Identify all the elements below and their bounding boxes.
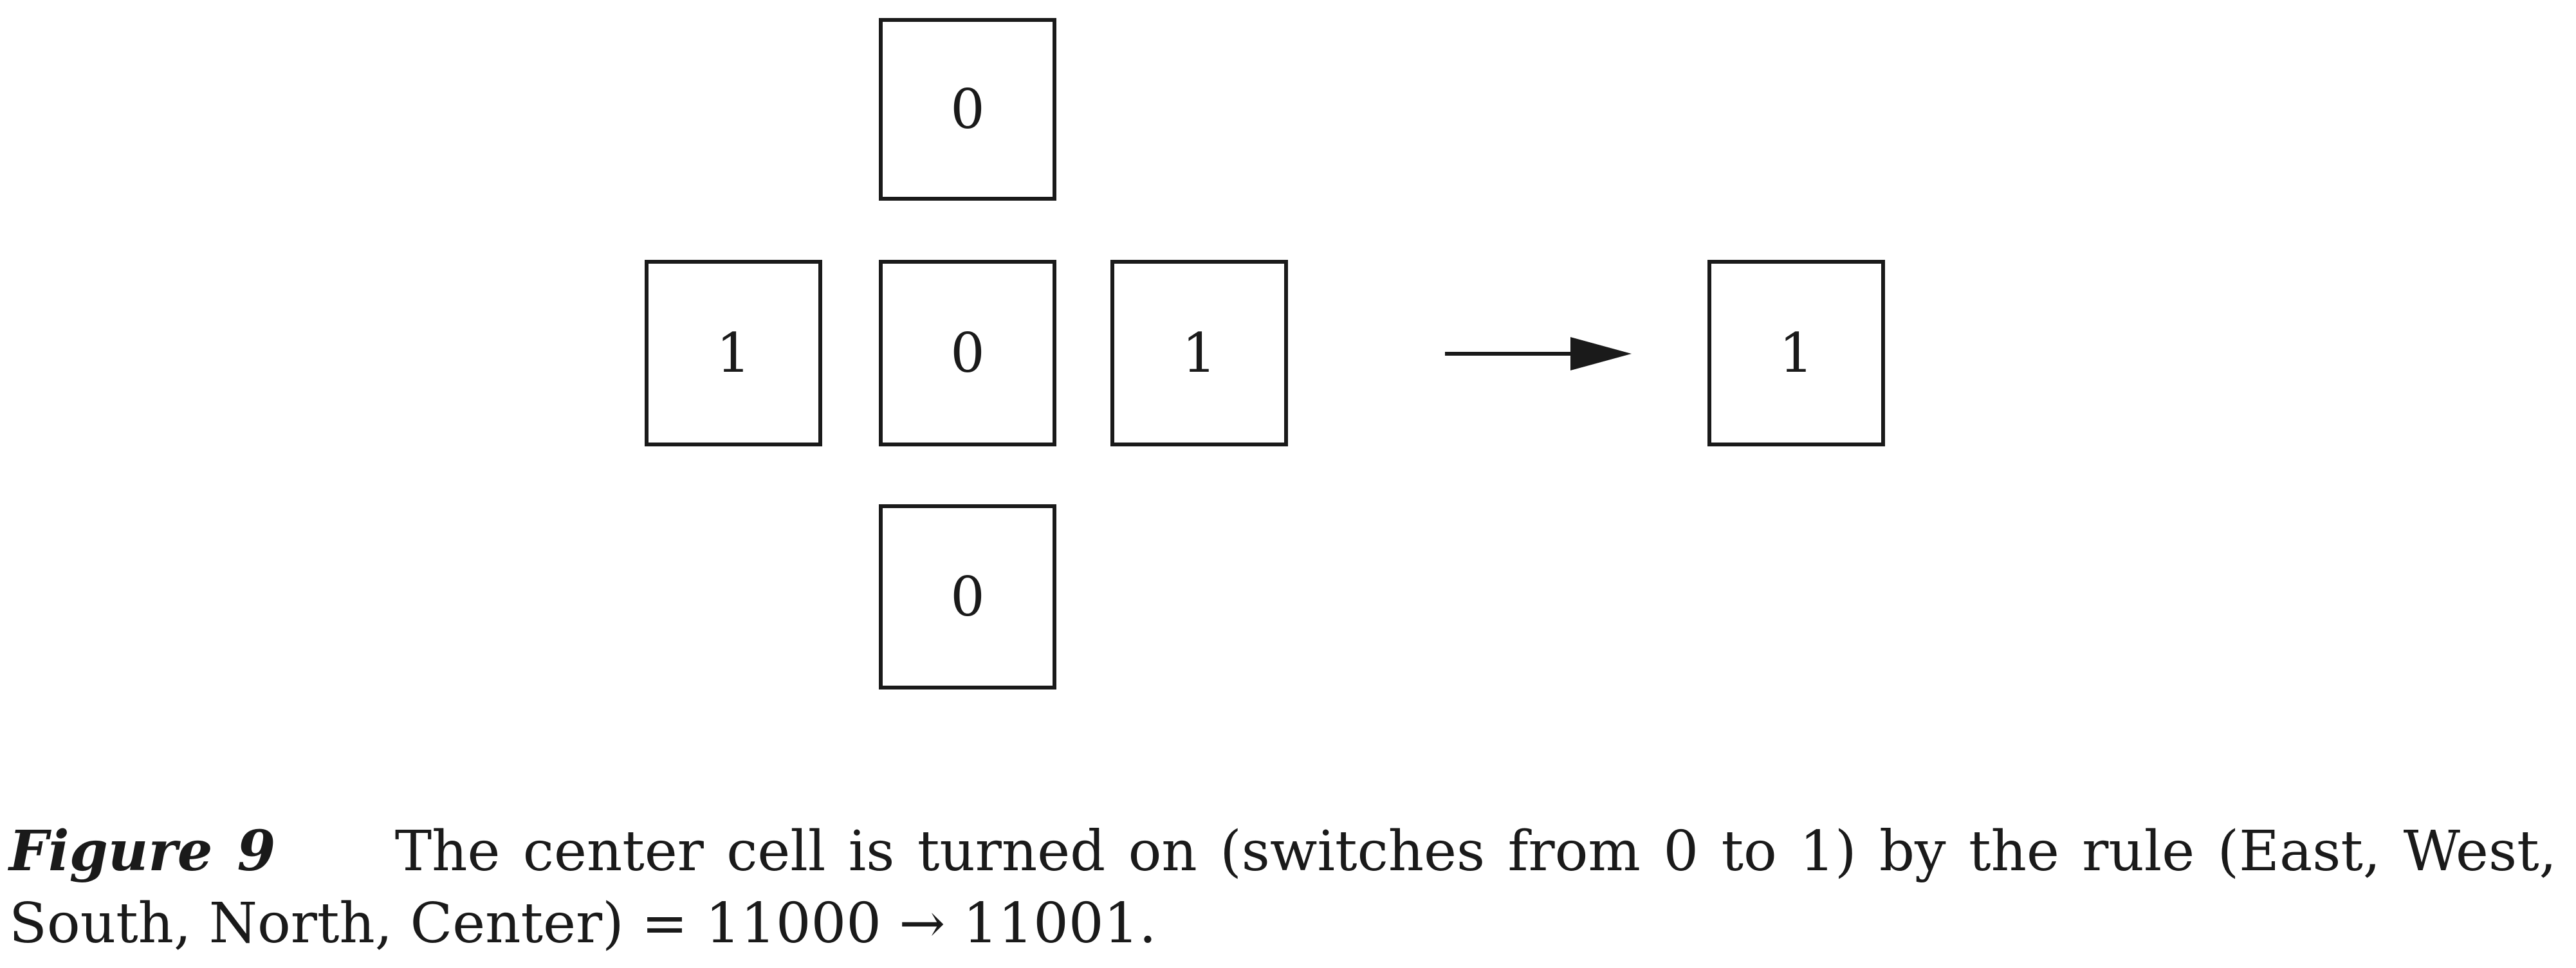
result-cell-value: 1: [1779, 322, 1814, 385]
center-cell: 0: [879, 260, 1056, 446]
west-cell: 1: [645, 260, 822, 446]
south-cell-value: 0: [950, 565, 985, 628]
north-cell: 0: [879, 18, 1056, 201]
figure-label: Figure 9: [9, 819, 276, 884]
east-cell: 1: [1110, 260, 1288, 446]
figure-caption: Figure 9 The center cell is turned on (s…: [9, 816, 2557, 960]
center-cell-value: 0: [950, 322, 985, 385]
south-cell: 0: [879, 504, 1056, 689]
east-cell-value: 1: [1182, 322, 1217, 385]
right-arrow-icon: [1445, 337, 1632, 370]
west-cell-value: 1: [716, 322, 751, 385]
result-cell: 1: [1707, 260, 1885, 446]
north-cell-value: 0: [950, 78, 985, 141]
caption-text: The center cell is turned on (switches f…: [9, 819, 2557, 956]
